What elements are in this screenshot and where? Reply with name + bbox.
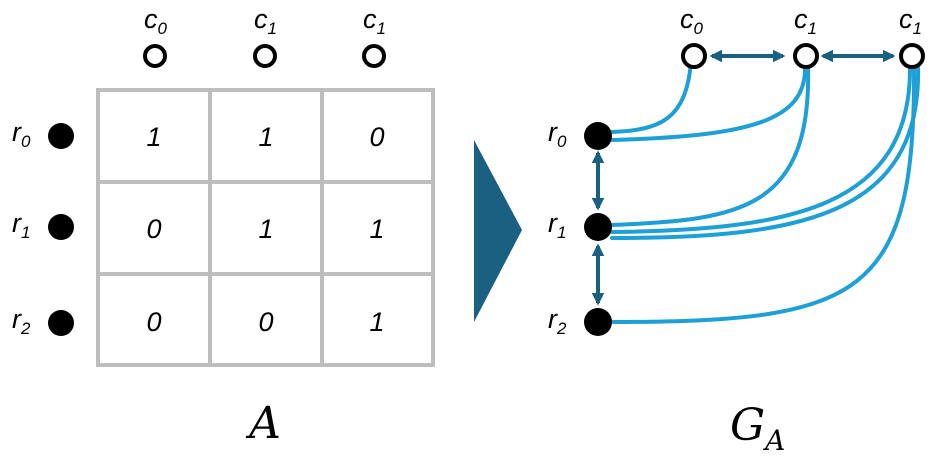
graph-panel: c0 c1 c1 r0 r1 r2 bbox=[548, 4, 925, 457]
graph-edges bbox=[610, 60, 921, 324]
graph-col-node-1 bbox=[793, 43, 819, 69]
matrix-cell-1-1: 1 bbox=[258, 214, 273, 244]
graph-row-node-1 bbox=[584, 213, 612, 241]
matrix-row-node-2 bbox=[48, 310, 74, 336]
edge-r1-c2-b bbox=[610, 64, 921, 240]
matrix-col-label-1: c1 bbox=[254, 4, 277, 38]
graph-row-label-0: r0 bbox=[548, 117, 567, 151]
graph-col-node-0 bbox=[681, 43, 707, 69]
matrix-row-label-0: r0 bbox=[12, 117, 31, 151]
matrix-grid bbox=[96, 88, 435, 367]
graph-row-label-1: r1 bbox=[548, 208, 566, 242]
graph-col-node-2 bbox=[899, 43, 925, 69]
transform-arrow-icon bbox=[474, 140, 522, 322]
matrix-cell-0-1: 1 bbox=[258, 122, 273, 152]
matrix-row-node-0 bbox=[48, 123, 74, 149]
graph-col-label-1: c1 bbox=[794, 4, 817, 38]
edge-r1-c2-a bbox=[610, 63, 913, 234]
matrix-cell-2-1: 0 bbox=[258, 307, 273, 337]
matrix-panel: c0 c1 c1 r0 r1 r2 1 1 0 0 1 1 0 0 1 bbox=[12, 4, 435, 449]
matrix-col-label-0: c0 bbox=[144, 4, 168, 38]
graph-row-label-2: r2 bbox=[548, 304, 567, 338]
matrix-name: A bbox=[245, 398, 281, 449]
graph-row-node-2 bbox=[584, 308, 612, 336]
matrix-row-label-1: r1 bbox=[12, 208, 30, 242]
matrix-row-label-2: r2 bbox=[12, 304, 31, 338]
graph-row-node-0 bbox=[584, 122, 612, 150]
graph-col-label-2: c1 bbox=[899, 4, 922, 38]
edge-r0-c1 bbox=[610, 61, 808, 142]
matrix-cell-2-0: 0 bbox=[146, 307, 161, 337]
matrix-cell-2-2: 1 bbox=[369, 307, 384, 337]
matrix-cell-1-2: 1 bbox=[369, 214, 384, 244]
matrix-col-node-2 bbox=[362, 44, 386, 68]
graph-col-label-0: c0 bbox=[680, 4, 704, 38]
edge-r2-c2 bbox=[610, 64, 917, 324]
matrix-col-label-2: c1 bbox=[363, 4, 386, 38]
edge-r0-c0 bbox=[610, 60, 693, 134]
matrix-row-node-1 bbox=[48, 214, 74, 240]
matrix-cell-1-0: 0 bbox=[146, 214, 161, 244]
matrix-cell-0-2: 0 bbox=[369, 122, 384, 152]
edge-r1-c1 bbox=[610, 63, 811, 227]
matrix-cell-0-0: 1 bbox=[146, 122, 161, 152]
matrix-col-node-0 bbox=[143, 44, 167, 68]
matrix-col-node-1 bbox=[253, 44, 277, 68]
graph-name: GA bbox=[730, 400, 785, 457]
